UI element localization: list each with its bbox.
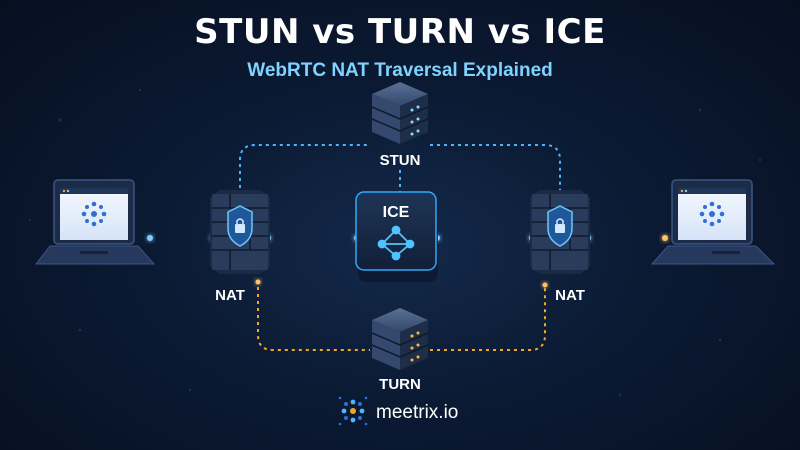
stun-path [239,144,561,195]
laptop-right-icon [650,179,776,265]
nat-left-label: NAT [215,287,245,304]
page-title: STUN vs TURN vs ICE [194,12,606,52]
nat-right-label: NAT [555,287,585,304]
laptop-left-icon [34,179,156,265]
background-dots [28,88,762,397]
meetrix-logo-icon [699,201,725,227]
lock-icon [235,218,245,233]
stun-server-icon [371,82,429,144]
turn-label: TURN [379,376,421,393]
turn-server-icon [371,308,429,370]
brand-name: meetrix.io [376,402,459,423]
network-graph-icon [377,225,415,261]
page-subtitle: WebRTC NAT Traversal Explained [247,60,553,81]
ice-label: ICE [382,204,410,221]
meetrix-brand-logo [338,396,368,426]
nat-right-firewall-icon [530,190,590,274]
meetrix-logo-icon [81,201,107,227]
turn-path [257,280,546,351]
lock-icon [555,218,565,233]
stun-label: STUN [379,152,421,169]
nat-left-firewall-icon [210,190,270,274]
ice-block-icon [355,191,438,282]
